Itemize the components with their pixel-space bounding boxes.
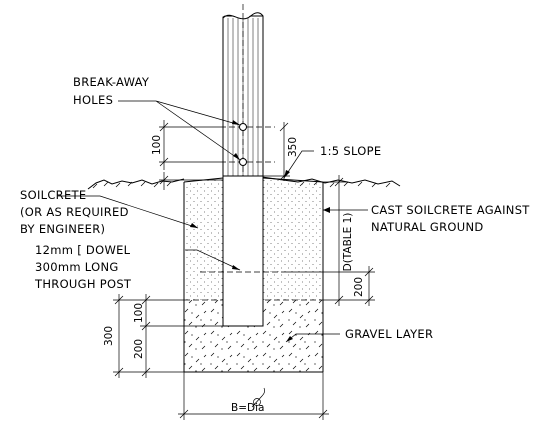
label-gravel-layer: GRAVEL LAYER <box>345 327 433 341</box>
ground-level-tick <box>159 175 169 185</box>
break-away-hole-lower <box>239 158 247 166</box>
soilcrete-leader <box>58 195 199 229</box>
dim-total-gravel: 300 <box>103 326 115 346</box>
leader-arrow-lower <box>233 153 240 160</box>
soilcrete-leader-arrow <box>190 223 198 228</box>
gravel-leader-arrow <box>286 336 293 342</box>
cast-soilcrete-arrow <box>323 207 330 213</box>
dim-dowel-height: 200 <box>353 277 365 297</box>
dim-gravel-depth: 200 <box>133 339 145 359</box>
dim-d-tick-a <box>334 177 344 187</box>
ground-hatch-left <box>92 181 172 189</box>
label-slope: 1:5 SLOPE <box>320 144 381 158</box>
label-break-away-2: HOLES <box>73 93 113 107</box>
label-dowel-3: THROUGH POST <box>34 277 132 291</box>
dim-300-tick-b <box>114 367 124 377</box>
dim-left-tick-b <box>141 321 151 331</box>
break-away-hole-upper <box>239 123 247 131</box>
label-dowel-2: 300mm LONG <box>35 260 119 274</box>
label-cast-soilcrete-1: CAST SOILCRETE AGAINST <box>371 203 530 217</box>
label-soilcrete-2: (OR AS REQUIRED <box>20 205 129 219</box>
slope-leader-arrow <box>284 170 290 178</box>
leader-arrow-upper <box>232 120 240 125</box>
label-soilcrete-1: SOILCRETE <box>20 188 86 202</box>
dim-left-tick-c <box>141 367 151 377</box>
dim-depth: D(TABLE 1) <box>342 213 354 272</box>
dim-hole-height: 350 <box>287 137 299 157</box>
dowel-leader-arrow <box>232 265 240 270</box>
dim-100-tick-a <box>159 122 169 132</box>
dim-d-tick-b <box>334 295 344 305</box>
label-soilcrete-3: BY ENGINEER) <box>20 222 105 236</box>
dim-300-tick-a <box>114 295 124 305</box>
label-cast-soilcrete-2: NATURAL GROUND <box>371 220 484 234</box>
dim-post-in-gravel: 100 <box>133 303 145 323</box>
dim-100-tick-b <box>159 157 169 167</box>
dim-200-right-tick-a <box>364 267 374 277</box>
soilcrete-fill <box>184 178 323 300</box>
dowel-leader <box>185 249 241 271</box>
post-break-curve <box>222 12 264 20</box>
post-embedded <box>222 175 264 327</box>
dim-b-tick-a <box>179 409 189 419</box>
dim-200-right-tick-b <box>364 295 374 305</box>
dim-350-tick-a <box>279 122 289 132</box>
slope-leader <box>283 150 314 179</box>
dim-b-tick-b <box>318 409 328 419</box>
diameter-symbol-icon <box>251 387 266 408</box>
label-dowel-1: 12mm [ DOWEL <box>35 243 131 257</box>
dim-left-tick-a <box>141 295 151 305</box>
break-away-leader <box>118 100 241 161</box>
dim-base-width: B=Dia <box>231 402 264 414</box>
label-break-away-1: BREAK-AWAY <box>73 75 150 89</box>
ground-line-left <box>87 178 185 190</box>
dim-hole-spacing: 100 <box>151 135 163 155</box>
